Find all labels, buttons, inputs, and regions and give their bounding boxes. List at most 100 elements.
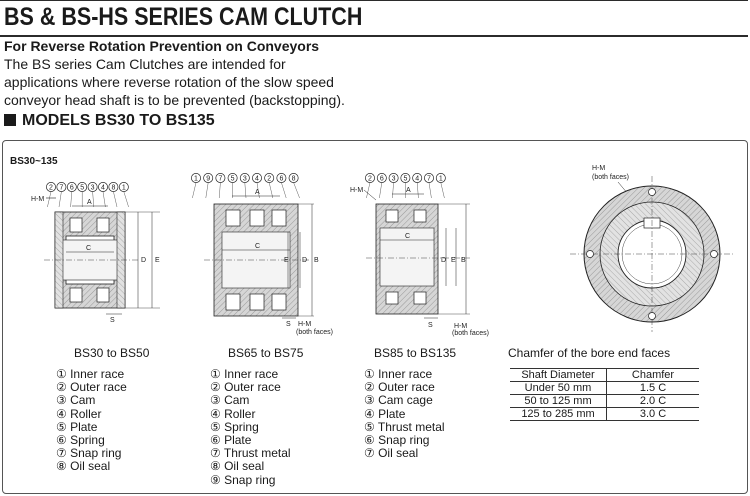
parts-list-bs65: ① Inner race ② Outer race ③ Cam ④ Roller… <box>210 367 291 487</box>
callout-circle <box>276 173 287 183</box>
callout-circle <box>239 173 250 183</box>
part-item: ⑥ Spring <box>56 433 105 448</box>
hm-note: (both faces) <box>296 329 333 336</box>
part-item: ③ Cam <box>56 393 96 408</box>
callout-number: 3 <box>91 184 95 191</box>
callout-circle <box>215 173 226 183</box>
part-item: ④ Plate <box>364 406 406 421</box>
callout-leader <box>70 191 72 208</box>
hm-label: H-M <box>454 323 467 330</box>
callout-number: 7 <box>218 175 222 182</box>
dim-a-label: A <box>255 189 260 196</box>
callout-leader <box>366 182 371 199</box>
callout-leader <box>293 182 300 199</box>
dim-s-label: S <box>286 321 291 328</box>
callout-circle <box>66 182 77 192</box>
callout-leader <box>256 182 260 199</box>
part-item: ④ Roller <box>210 406 256 421</box>
callout-number: 1 <box>194 175 198 182</box>
hm-label: H-M <box>298 321 311 328</box>
dim-d-label: D <box>141 257 146 264</box>
callout-number: 3 <box>392 175 396 182</box>
callout-circle <box>288 173 299 183</box>
hm-label: H-M <box>31 196 44 203</box>
table-cell: 3.0 C <box>606 407 699 421</box>
dim-e-label: E <box>155 257 160 264</box>
callout-number: 5 <box>403 175 407 182</box>
part-item: ⑥ Snap ring <box>364 433 430 448</box>
callout-circle <box>87 182 98 192</box>
callout-number: 8 <box>111 184 115 191</box>
callout-circle <box>412 173 423 183</box>
dim-d-label: D <box>302 257 307 264</box>
table-header: Shaft Diameter <box>510 368 607 382</box>
callout-circle <box>227 173 238 183</box>
callout-leader <box>244 182 247 199</box>
part-item: ② Outer race <box>364 380 435 395</box>
intro-line: The BS series Cam Clutches are intended … <box>4 56 286 72</box>
callout-circle <box>108 182 119 192</box>
table-row: Under 50 mm 1.5 C <box>510 381 699 395</box>
part-item: ③ Cam <box>210 393 250 408</box>
callout-number: 8 <box>292 175 296 182</box>
table-header: Chamfer <box>606 368 699 382</box>
callout-leader <box>440 182 445 199</box>
dim-e-label: E <box>451 257 456 264</box>
hm-label: H-M <box>592 165 605 172</box>
table-row: 50 to 125 mm 2.0 C <box>510 394 699 408</box>
callout-circle <box>376 173 387 183</box>
caption-bs30: BS30 to BS50 <box>74 346 150 360</box>
callout-number: 6 <box>279 175 283 182</box>
callout-circle <box>388 173 399 183</box>
part-item: ① Inner race <box>210 367 279 381</box>
drawing-panel <box>2 140 748 494</box>
callout-number: 1 <box>439 175 443 182</box>
callout-number: 5 <box>231 175 235 182</box>
callout-number: 4 <box>255 175 259 182</box>
square-bullet-icon <box>4 114 16 126</box>
callout-number: 6 <box>70 184 74 191</box>
parts-list-bs30: ① Inner race ② Outer race ③ Cam ④ Roller… <box>56 367 127 474</box>
callout-circle <box>435 173 446 183</box>
callout-circle <box>98 182 108 192</box>
part-item: ③ Cam cage <box>364 393 433 408</box>
hm-note: (both faces) <box>452 330 489 337</box>
part-item: ② Outer race <box>56 380 127 395</box>
part-item: ⑧ Oil seal <box>56 459 111 474</box>
intro-line: conveyor head shaft is to be prevented (… <box>4 92 345 108</box>
intro-line: applications where reverse rotation of t… <box>4 74 334 90</box>
part-item: ⑧ Oil seal <box>210 459 265 474</box>
callout-leader <box>58 191 62 208</box>
intro-text: The BS series Cam Clutches are intended … <box>4 55 384 109</box>
table-cell: 125 to 285 mm <box>521 408 595 420</box>
callout-leader <box>428 182 432 199</box>
dim-b-label: B <box>314 257 319 264</box>
callout-leader <box>281 182 287 199</box>
callout-number: 5 <box>80 184 84 191</box>
part-item: ⑥ Plate <box>210 433 252 448</box>
part-item: ④ Roller <box>56 406 102 421</box>
dim-s-label: S <box>428 322 433 329</box>
parts-list-bs85: ① Inner race ② Outer race ③ Cam cage ④ P… <box>364 367 445 460</box>
callout-circle <box>56 182 67 192</box>
part-item: ① Inner race <box>56 367 125 381</box>
callout-leader <box>92 191 94 208</box>
dim-a-label: A <box>87 199 92 206</box>
callout-circle <box>77 182 88 192</box>
part-item: ⑨ Snap ring <box>210 472 276 487</box>
callout-leader <box>269 182 273 199</box>
callout-leader <box>205 182 209 199</box>
dim-c-label: C <box>405 233 410 240</box>
callout-circle <box>118 182 129 192</box>
callout-number: 9 <box>206 175 210 182</box>
subtitle: For Reverse Rotation Prevention on Conve… <box>4 38 320 54</box>
models-heading: MODELS BS30 TO BS135 <box>4 112 215 130</box>
callout-leader <box>379 182 382 199</box>
callout-number: 2 <box>368 175 372 182</box>
callout-leader <box>123 191 129 208</box>
callout-leader <box>192 182 197 199</box>
